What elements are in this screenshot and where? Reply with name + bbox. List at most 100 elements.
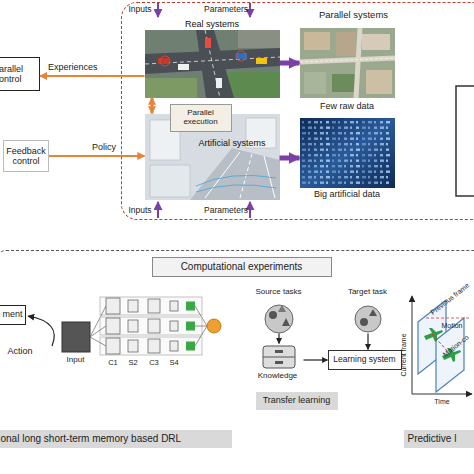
binary-data-panel bbox=[338, 165, 342, 167]
binary-data-panel bbox=[362, 138, 365, 140]
connector-arrow bbox=[280, 61, 300, 66]
binary-data-panel bbox=[344, 165, 346, 167]
binary-data-panel bbox=[302, 165, 306, 167]
node-text: Computational experiments bbox=[152, 257, 332, 277]
binary-data-panel bbox=[344, 121, 347, 123]
binary-data-panel bbox=[362, 121, 365, 123]
transfer-learning-icons bbox=[269, 311, 277, 319]
signal-label: Inputs bbox=[128, 206, 151, 215]
lstm-network bbox=[106, 318, 120, 334]
binary-data-panel bbox=[368, 154, 372, 156]
binary-data-panel bbox=[302, 143, 305, 145]
transfer-learning-icons bbox=[265, 305, 293, 333]
binary-data-panel bbox=[386, 143, 388, 145]
learning-box: Learning system bbox=[328, 350, 402, 370]
binary-data-panel bbox=[356, 127, 359, 129]
binary-data-panel bbox=[386, 165, 389, 167]
signal-label: Inputs bbox=[128, 5, 151, 14]
edge-label: Policy bbox=[92, 143, 116, 153]
edge-label: Experiences bbox=[48, 63, 98, 73]
connector-arrow bbox=[151, 98, 154, 114]
real-systems-photo bbox=[205, 38, 211, 48]
lstm-network bbox=[90, 337, 106, 346]
binary-data-panel bbox=[308, 165, 310, 167]
binary-data-panel bbox=[380, 165, 382, 167]
binary-data-panel bbox=[350, 121, 354, 123]
binary-data-panel bbox=[320, 154, 322, 156]
experiments-region: Computational experimentsmentInputonal l… bbox=[0, 250, 474, 474]
city-aerial-photo bbox=[356, 28, 360, 98]
binary-data-panel bbox=[356, 165, 360, 167]
real-systems-photo bbox=[145, 57, 280, 64]
artificial-systems-render bbox=[205, 152, 240, 198]
binary-data-panel bbox=[302, 121, 304, 123]
binary-data-panel bbox=[314, 121, 318, 123]
city-aerial-photo bbox=[300, 28, 395, 98]
real-systems-photo bbox=[145, 78, 197, 98]
cut-off-box bbox=[456, 86, 474, 196]
flow-arrow bbox=[278, 334, 279, 344]
real-systems-photo bbox=[256, 58, 267, 64]
binary-data-panel bbox=[314, 171, 318, 173]
transfer-learning-icons bbox=[263, 357, 295, 358]
city-aerial-photo bbox=[300, 58, 395, 62]
binary-data-panel bbox=[308, 154, 311, 156]
knowledge-store: Knowledge bbox=[252, 344, 304, 384]
binary-data-panel bbox=[374, 132, 378, 134]
binary-data-panel bbox=[320, 176, 323, 178]
action-arrow bbox=[28, 316, 54, 346]
lstm-network bbox=[62, 297, 221, 355]
binary-data-panel bbox=[332, 165, 335, 167]
binary-data-panel bbox=[380, 138, 383, 140]
binary-data-panel bbox=[300, 118, 395, 188]
binary-data-panel bbox=[380, 127, 384, 129]
axis-label: Motion bbox=[441, 322, 462, 330]
binary-data-panel bbox=[314, 176, 316, 178]
artificial-systems-render bbox=[190, 148, 280, 200]
control-box: Feedback control bbox=[3, 140, 49, 172]
lstm-network bbox=[148, 299, 160, 313]
binary-data-panel bbox=[300, 118, 395, 188]
binary-data-panel bbox=[362, 149, 364, 151]
binary-data-panel bbox=[350, 165, 353, 167]
binary-data-panel bbox=[338, 138, 340, 140]
binary-data-panel bbox=[314, 143, 316, 145]
binary-data-panel bbox=[386, 121, 390, 123]
binary-data-panel bbox=[368, 127, 370, 129]
binary-data-panel bbox=[386, 176, 388, 178]
binary-data-panel bbox=[344, 176, 348, 178]
node-text: Target task bbox=[342, 288, 394, 297]
binary-data-panel bbox=[368, 176, 370, 178]
predictive-learning-sketch bbox=[436, 318, 464, 392]
real-systems-photo bbox=[178, 64, 189, 70]
node-text: Artificial systems bbox=[185, 138, 280, 148]
axis-label: Motion-co bbox=[442, 334, 471, 359]
lstm-network bbox=[62, 322, 90, 352]
city-aerial-photo bbox=[366, 70, 392, 94]
binary-data-panel bbox=[380, 154, 383, 156]
city-aerial-photo bbox=[362, 34, 390, 50]
binary-data-panel bbox=[320, 160, 323, 162]
binary-data-panel bbox=[362, 160, 366, 162]
binary-data-panel bbox=[302, 138, 304, 140]
binary-data-panel bbox=[374, 176, 377, 178]
binary-data-panel bbox=[314, 160, 316, 162]
real-systems-photo bbox=[228, 72, 280, 98]
method-band: Transfer learning bbox=[256, 392, 338, 410]
binary-data-panel bbox=[380, 182, 382, 184]
input-arrows bbox=[157, 3, 159, 17]
lstm-network bbox=[170, 321, 178, 331]
lstm-network bbox=[90, 317, 207, 337]
binary-data-panel bbox=[314, 132, 317, 134]
predictive-learning-sketch bbox=[442, 348, 461, 362]
binary-data-panel bbox=[362, 127, 366, 129]
connector-arrow bbox=[40, 75, 145, 77]
binary-data-panel bbox=[338, 127, 341, 129]
binary-data-panel bbox=[332, 176, 334, 178]
method-band: onal long short-term memory based DRL bbox=[0, 430, 232, 448]
lstm-network bbox=[128, 340, 138, 352]
binary-data-panel bbox=[374, 171, 376, 173]
lstm-network bbox=[90, 326, 207, 355]
